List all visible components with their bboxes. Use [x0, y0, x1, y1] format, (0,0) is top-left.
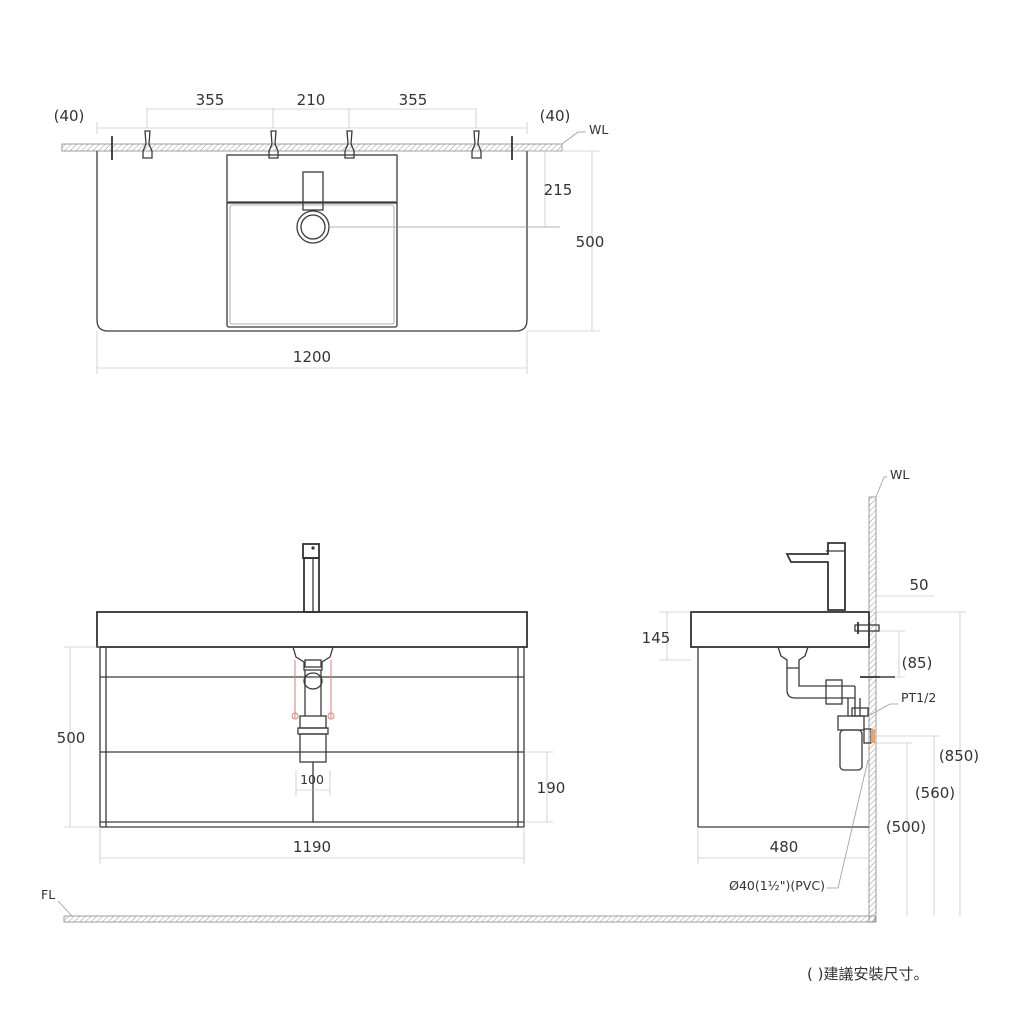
floor-line-label: FL [41, 887, 55, 902]
front-cabinet [99, 647, 525, 828]
side-wall-line-label: WL [890, 467, 909, 482]
top-dim-215: 215 [544, 181, 573, 199]
side-drain-pipe-label: Ø40(1½")(PVC) [729, 878, 825, 893]
side-thread-label: PT1/2 [901, 690, 936, 705]
front-faucet-icon [302, 543, 320, 613]
top-wall-strip [61, 143, 563, 152]
top-basin-outline [96, 151, 528, 332]
front-dim-100: 100 [300, 772, 324, 787]
top-dim-left-offset: (40) [54, 107, 85, 125]
top-bowl [226, 201, 398, 328]
mounting-bracket-icon [111, 130, 513, 160]
top-dim-right-offset: (40) [540, 107, 571, 125]
side-wall-strip [868, 496, 877, 923]
top-dim-500: 500 [576, 233, 605, 251]
front-view: 100 500 190 1190 [57, 543, 566, 864]
side-dim-145: 145 [642, 629, 671, 647]
front-drain-trap-icon [291, 646, 335, 822]
front-dim-1190: 1190 [293, 838, 331, 856]
side-dim-560: (560) [915, 784, 955, 802]
front-dim-190: 190 [537, 779, 566, 797]
side-countertop [690, 611, 870, 648]
side-dim-480: 480 [770, 838, 799, 856]
floor-strip [63, 915, 876, 923]
side-drain-icon [777, 646, 875, 771]
side-dim-50: 50 [909, 576, 928, 594]
front-dim-500: 500 [57, 729, 86, 747]
top-dim-355-right: 355 [399, 91, 428, 109]
top-dim-355-left: 355 [196, 91, 225, 109]
side-faucet-icon [785, 542, 846, 611]
side-dim-85: (85) [902, 654, 933, 672]
side-view: WL [642, 467, 979, 923]
top-faucet [302, 171, 324, 211]
installation-footnote: ( )建議安裝尺寸。 [807, 965, 928, 983]
side-dim-500: (500) [886, 818, 926, 836]
top-dim-210: 210 [297, 91, 326, 109]
side-dim-850: (850) [939, 747, 979, 765]
top-dim-1200: 1200 [293, 348, 331, 366]
top-wall-line-label: WL [589, 122, 608, 137]
top-bowl-back [226, 154, 398, 204]
front-countertop [96, 611, 528, 648]
top-view: WL (40) 355 210 355 [54, 91, 608, 374]
